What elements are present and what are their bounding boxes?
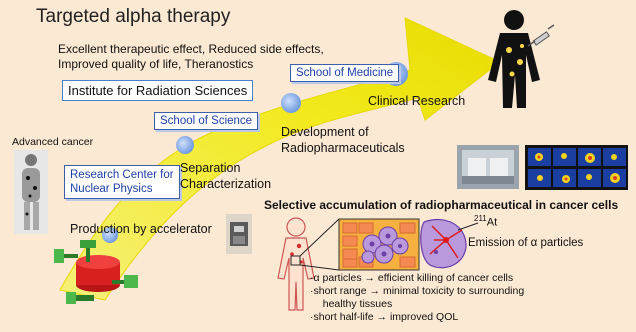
syringe-icon (527, 24, 555, 47)
node-development (281, 93, 301, 113)
progress-arrow (59, 17, 501, 301)
cancer-cells-magnified (338, 218, 420, 271)
isotope-mass: 211 (474, 214, 487, 223)
pet-scan-image (14, 150, 48, 234)
research-center-line-1: Research Center for (70, 169, 174, 181)
human-body-icon (277, 217, 315, 311)
school-science-box: School of Science (154, 112, 259, 130)
bullet-item: ·short range → minimal toxicity to surro… (310, 285, 525, 297)
node-separation (176, 136, 194, 154)
emission-label: Emission of α particles (468, 237, 584, 249)
separation-label: Separation Characterization (180, 160, 271, 192)
zoom-region (290, 255, 301, 266)
production-label: Production by accelerator (70, 222, 212, 236)
selective-accumulation-title: Selective accumulation of radiopharmaceu… (264, 198, 619, 212)
benefits-line-1: Excellent therapeutic effect, Reduced si… (58, 42, 324, 56)
benefits-line-2: Improved quality of life, Theranostics (58, 57, 254, 71)
development-line-2: Radiopharmaceuticals (281, 141, 405, 155)
development-label: Development of Radiopharmaceuticals (281, 124, 405, 156)
bullet-item: ·α particles → efficient killing of canc… (310, 272, 514, 284)
alpha-emission-cell (420, 218, 479, 269)
bullet-item: healthy tissues (314, 298, 393, 310)
research-center-line-2: Nuclear Physics (70, 183, 153, 195)
separation-line-2: Characterization (180, 177, 272, 191)
patient-silhouette-icon (488, 10, 540, 108)
scan-images-grid (525, 145, 628, 190)
development-line-1: Development of (281, 125, 369, 139)
research-center-box: Research Center for Nuclear Physics (64, 165, 180, 199)
advanced-cancer-label: Advanced cancer (12, 136, 94, 148)
bullet-item: ·short half-life → improved QOL (310, 311, 459, 323)
benefits-text: Excellent therapeutic effect, Reduced si… (58, 42, 358, 72)
node-production (102, 227, 118, 243)
facility-photo (457, 145, 519, 189)
clinical-research-label: Clinical Research (368, 94, 466, 108)
accelerator-illustration (54, 240, 138, 304)
lab-equipment-photo (226, 214, 252, 254)
isotope-label: 211At (474, 214, 497, 229)
page-title: Targeted alpha therapy (36, 6, 231, 27)
separation-line-1: Separation (180, 161, 241, 175)
isotope-symbol: At (486, 216, 498, 229)
institute-radiation-box: Institute for Radiation Sciences (62, 80, 254, 101)
school-medicine-box: School of Medicine (290, 64, 400, 82)
bullet-list: ·α particles → efficient killing of canc… (310, 272, 524, 324)
